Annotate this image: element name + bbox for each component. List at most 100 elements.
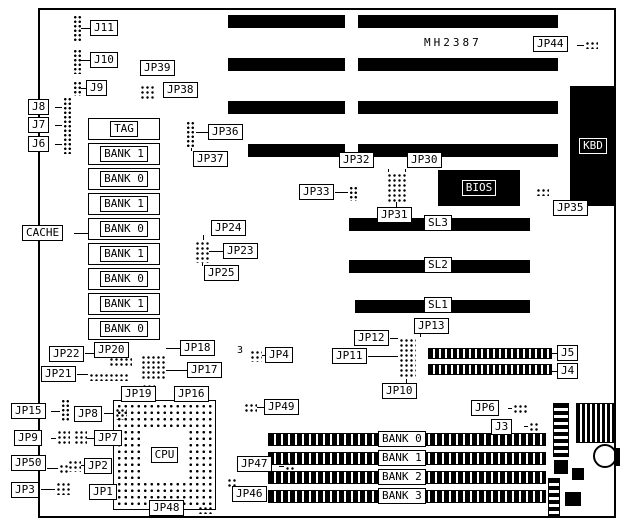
leader-line bbox=[104, 413, 114, 414]
leader-line bbox=[81, 28, 90, 29]
isa-slot-bar bbox=[358, 15, 558, 28]
isa-slot-bar bbox=[228, 101, 345, 114]
chip-label: BANK 0 bbox=[100, 171, 148, 187]
isa-slot-bar bbox=[358, 101, 558, 114]
chip-label: BANK 1 bbox=[100, 146, 148, 162]
pin-header-j8-j7-j6 bbox=[62, 96, 71, 154]
callout-jp3: JP3 bbox=[11, 482, 39, 498]
leader-line bbox=[279, 466, 284, 467]
callout-j9: J9 bbox=[86, 80, 108, 96]
cache-chip: BANK 0 bbox=[88, 318, 160, 340]
leader-line bbox=[55, 125, 62, 126]
callout-jp21: JP21 bbox=[41, 366, 76, 382]
callout-jp46: JP46 bbox=[232, 486, 267, 502]
jumper-jp46 bbox=[226, 477, 238, 488]
chip-label: BANK 0 bbox=[100, 221, 148, 237]
jumper-jp9 bbox=[56, 429, 70, 446]
jumper-jp39-jp38 bbox=[139, 84, 155, 100]
pin-header-j11 bbox=[72, 14, 81, 42]
jumper-jp33 bbox=[348, 185, 357, 201]
leader-line bbox=[257, 407, 264, 408]
leader-line bbox=[191, 148, 192, 151]
jumper-block-jp20-jp22 bbox=[108, 356, 132, 366]
rear-pin-connector bbox=[553, 403, 569, 457]
callout-j5: J5 bbox=[557, 345, 579, 361]
chip-label: TAG bbox=[110, 121, 138, 137]
callout-jp47: JP47 bbox=[237, 456, 272, 472]
leader-line bbox=[202, 263, 203, 266]
pin-header-j10 bbox=[72, 48, 81, 74]
leader-line bbox=[51, 411, 60, 412]
cache-chip: BANK 1 bbox=[88, 243, 160, 265]
leader-line bbox=[55, 144, 62, 145]
jumper-jp47 bbox=[284, 460, 294, 472]
callout-kbd: KBD bbox=[579, 138, 607, 154]
leader-line bbox=[396, 202, 397, 207]
leader-line bbox=[74, 233, 88, 234]
callout-jp35: JP35 bbox=[553, 200, 588, 216]
leader-line bbox=[87, 438, 94, 439]
callout-jp2: JP2 bbox=[84, 458, 112, 474]
callout-bank2: BANK 2 bbox=[378, 469, 426, 485]
rear-small-connector bbox=[565, 492, 581, 506]
callout-jp4: JP4 bbox=[265, 347, 293, 363]
leader-line bbox=[552, 353, 557, 354]
callout-jp9: JP9 bbox=[14, 430, 42, 446]
callout-jp13: JP13 bbox=[414, 318, 449, 334]
callout-jp15: JP15 bbox=[11, 403, 46, 419]
callout-j6: J6 bbox=[28, 136, 50, 152]
callout-jp18: JP18 bbox=[180, 340, 215, 356]
leader-line bbox=[81, 88, 86, 89]
callout-jp8: JP8 bbox=[74, 406, 102, 422]
jumper-jp50 bbox=[58, 463, 68, 473]
callout-jp23: JP23 bbox=[223, 243, 258, 259]
jumper-jp2 bbox=[67, 459, 81, 472]
model-label: MH2387 bbox=[424, 36, 482, 49]
isa-slot-bar bbox=[358, 144, 558, 157]
isa-slot-bar bbox=[248, 144, 345, 157]
callout-jp17: JP17 bbox=[187, 362, 222, 378]
leader-line bbox=[77, 374, 88, 375]
callout-j8: J8 bbox=[28, 99, 50, 115]
jumper-block-mid bbox=[140, 354, 166, 380]
jumper-jp35 bbox=[535, 187, 549, 196]
leader-line bbox=[335, 192, 348, 193]
leader-line bbox=[209, 251, 223, 252]
chip-label: BANK 1 bbox=[100, 246, 148, 262]
rear-small-connector bbox=[554, 460, 568, 474]
leader-line bbox=[41, 489, 55, 490]
pin-row-jp21 bbox=[88, 372, 130, 381]
callout-jp11: JP11 bbox=[332, 348, 367, 364]
isa-slot-bar bbox=[358, 58, 558, 71]
leader-line bbox=[420, 333, 421, 337]
callout-jp30: JP30 bbox=[407, 152, 442, 168]
jumper-jp10-jp13 bbox=[398, 337, 416, 379]
kbd-connector: KBD bbox=[570, 86, 616, 206]
cache-chip: BANK 1 bbox=[88, 293, 160, 315]
callout-sl1: SL1 bbox=[424, 297, 452, 313]
callout-j10: J10 bbox=[90, 52, 118, 68]
rear-small-connector bbox=[572, 468, 584, 480]
leader-line bbox=[388, 169, 389, 172]
callout-jp50: JP50 bbox=[11, 455, 46, 471]
jumper-jp6 bbox=[512, 403, 527, 414]
leader-line bbox=[406, 379, 407, 383]
leader-line bbox=[191, 509, 197, 510]
edge-connector-notch bbox=[614, 448, 620, 466]
callout-jp6: JP6 bbox=[471, 400, 499, 416]
connector-j4 bbox=[428, 364, 552, 375]
leader-line bbox=[81, 60, 90, 61]
leader-line bbox=[577, 45, 584, 46]
leader-line bbox=[51, 438, 56, 439]
chip-label: BANK 0 bbox=[100, 321, 148, 337]
isa-slot-bar bbox=[228, 58, 345, 71]
connector-j5 bbox=[428, 348, 552, 359]
chip-label: BANK 1 bbox=[100, 196, 148, 212]
jumper-jp30-jp32 bbox=[386, 172, 407, 202]
chip-label: BANK 1 bbox=[100, 296, 148, 312]
leader-line bbox=[390, 338, 398, 339]
callout-jp37: JP37 bbox=[193, 151, 228, 167]
callout-jp19: JP19 bbox=[121, 386, 156, 402]
leader-line bbox=[405, 169, 406, 172]
